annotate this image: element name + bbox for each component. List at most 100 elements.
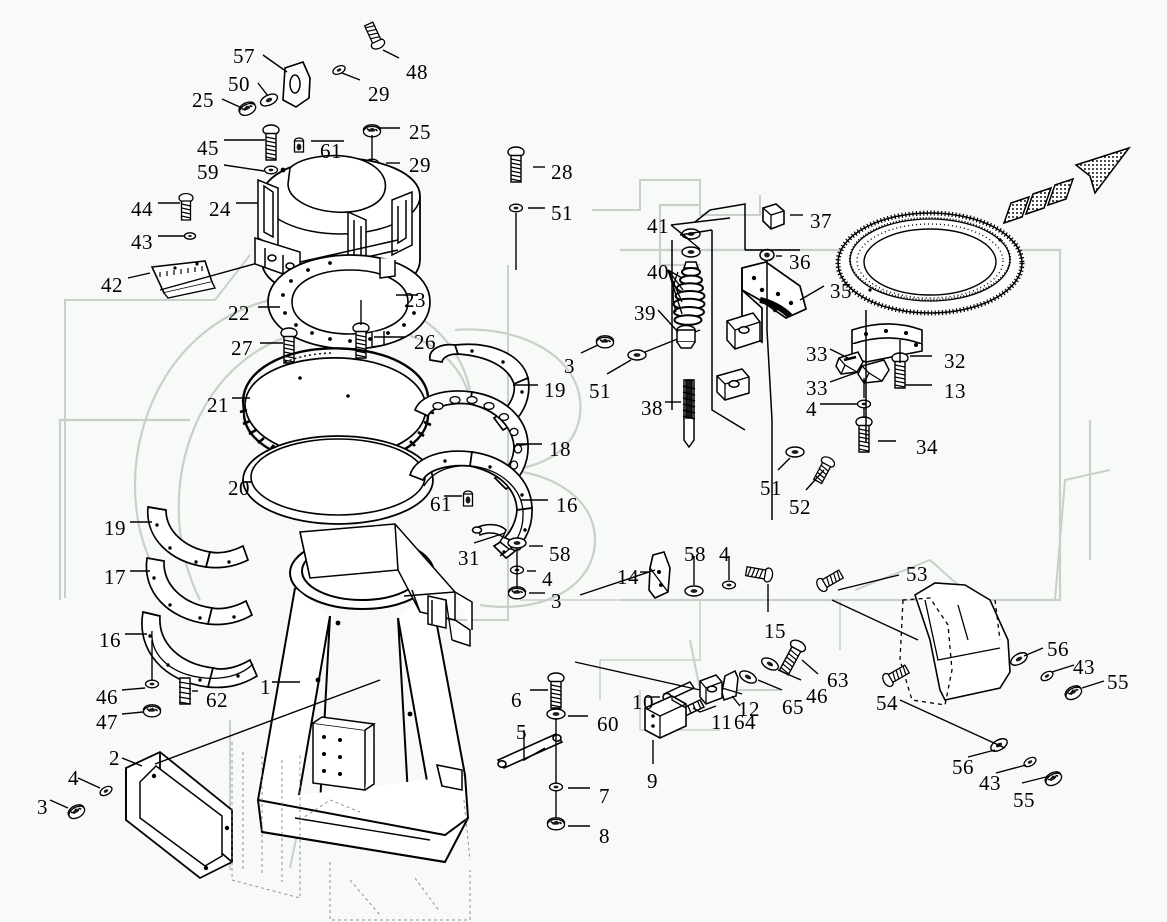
leader-lines-wedge: [820, 340, 932, 442]
part-57-mount-plate: [282, 61, 311, 108]
part-8-nut: [546, 817, 566, 831]
callout-63: 63: [827, 668, 849, 692]
callout-6: 6: [511, 688, 522, 712]
leader-lines-right-liners: [513, 384, 548, 501]
callout-58: 58: [684, 542, 706, 566]
part-5-link-bar: [496, 733, 564, 769]
callout-54: 54: [876, 691, 898, 715]
part-4-washer-a: [856, 399, 872, 409]
callout-8: 8: [599, 824, 610, 848]
callout-12: 12: [738, 697, 760, 721]
part-35-lower-brackets: [716, 312, 761, 401]
part-39-spring-seat: [676, 324, 696, 349]
callout-27: 27: [231, 336, 253, 360]
part-14-lever: [648, 551, 671, 599]
part-15-bolt: [744, 563, 775, 584]
callout-29: 29: [409, 153, 431, 177]
callout-16: 16: [556, 493, 578, 517]
callout-51: 51: [760, 476, 782, 500]
callout-17: 17: [104, 565, 126, 589]
part-3-nut-a: [595, 335, 615, 349]
leader-lines-spring: [657, 217, 731, 403]
part-25-nut-a: [236, 98, 259, 119]
callout-13: 13: [944, 379, 966, 403]
part-28-bolt: [507, 146, 525, 183]
part-42-wear-plate: [150, 260, 217, 299]
callout-25: 25: [409, 120, 431, 144]
callout-3: 3: [551, 589, 562, 613]
callout-46: 46: [96, 685, 118, 709]
callout-51: 51: [589, 379, 611, 403]
callout-45: 45: [197, 136, 219, 160]
part-38-adjuster-bolt: [682, 379, 696, 449]
part-60-washer: [546, 708, 566, 720]
callout-4: 4: [542, 567, 553, 591]
callout-55: 55: [1013, 788, 1035, 812]
part-toothed-ring-gear: [835, 210, 1025, 316]
callout-43: 43: [979, 771, 1001, 795]
callout-34: 34: [916, 435, 938, 459]
part-16-liner-left: [141, 610, 259, 689]
part-12-block: [699, 674, 723, 705]
callout-31: 31: [458, 546, 480, 570]
callout-26: 26: [414, 330, 436, 354]
part-55-nut-a: [1062, 682, 1085, 703]
part-65-spacer: [737, 667, 759, 687]
leader-lines-bottom-stack: [523, 689, 590, 827]
callout-43: 43: [131, 230, 153, 254]
part-3-nut-c: [65, 801, 88, 822]
direction-arrow: [1002, 146, 1132, 225]
part-36-bushing: [759, 248, 775, 262]
part-62-spring-pin: [178, 677, 192, 705]
callout-51: 51: [551, 201, 573, 225]
part-4-washer-d: [97, 783, 115, 799]
callout-36: 36: [789, 250, 811, 274]
part-19-liner-left: [147, 506, 250, 569]
callout-16: 16: [99, 628, 121, 652]
part-37-nut: [762, 203, 785, 230]
part-44-bolt: [178, 192, 194, 221]
callout-48: 48: [406, 60, 428, 84]
part-7-washer: [548, 782, 564, 792]
callout-29: 29: [368, 82, 390, 106]
part-34-bolt: [855, 416, 873, 453]
callout-61: 61: [430, 492, 452, 516]
callout-46: 46: [806, 684, 828, 708]
callout-52: 52: [789, 495, 811, 519]
part-64-tab: [721, 669, 739, 701]
callout-39: 39: [634, 301, 656, 325]
callout-20: 20: [228, 476, 250, 500]
callout-3: 3: [37, 795, 48, 819]
part-40-coil-spring: [672, 261, 706, 326]
callout-32: 32: [944, 349, 966, 373]
callout-18: 18: [549, 437, 571, 461]
callout-41: 41: [647, 214, 669, 238]
callout-50: 50: [228, 72, 250, 96]
callout-4: 4: [806, 397, 817, 421]
bracket-frame-lines: [671, 203, 800, 520]
callout-9: 9: [647, 769, 658, 793]
callout-53: 53: [906, 562, 928, 586]
part-22-flange-ring: [267, 254, 431, 350]
part-51-washer-a: [508, 203, 524, 213]
leader-lines-lever: [579, 556, 769, 612]
leader-42: [127, 272, 151, 279]
part-51-washer-b: [627, 349, 647, 361]
leader-lines-link: [574, 659, 819, 764]
part-61-pin-b: [462, 490, 474, 507]
callout-19: 19: [544, 378, 566, 402]
callout-64: 64: [734, 710, 756, 734]
leader-lines-bracket: [776, 214, 825, 301]
part-6-bolt: [547, 672, 565, 709]
callout-61: 61: [320, 139, 342, 163]
part-63-bolt: [776, 637, 809, 677]
callout-55: 55: [1107, 670, 1129, 694]
callout-57: 57: [233, 44, 255, 68]
callout-28: 28: [551, 160, 573, 184]
part-61-pin-a: [293, 137, 305, 153]
callout-47: 47: [96, 710, 118, 734]
callout-58: 58: [549, 542, 571, 566]
part-43-oring-a: [183, 232, 197, 240]
